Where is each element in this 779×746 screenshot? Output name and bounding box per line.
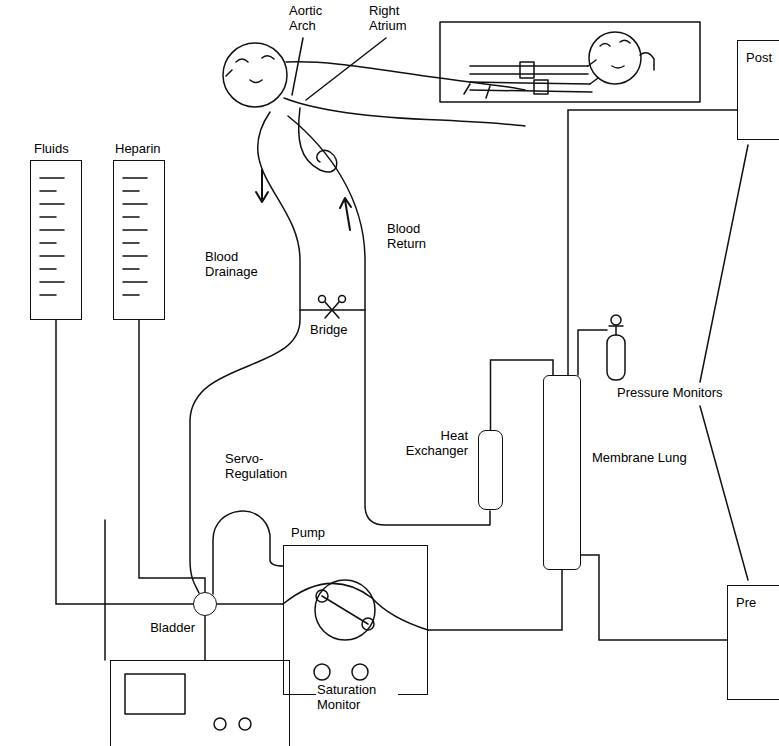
pressure-monitor-box: Pre [727,585,779,700]
tubing-line [217,603,283,605]
fluid-bag: Fluids [30,160,82,320]
part-label: Heat Exchanger [401,429,469,459]
graduation-tick [123,268,139,270]
graduation-tick [40,281,64,283]
part-label: Fluids [33,142,70,157]
heparin-bag: Heparin [113,160,165,320]
graduation-tick [40,190,56,192]
graduation-tick [40,294,56,296]
bag-graduations [40,178,147,295]
part-label: Bladder [149,621,196,636]
inset-view [440,22,700,102]
graduation-tick [40,268,56,270]
tubing-line [204,616,206,660]
tubing-line [139,320,205,592]
return-tube [288,116,490,525]
graduation-tick [40,177,64,179]
pump-rotor [283,580,428,680]
graduation-tick [40,255,64,257]
flow-arrow [340,198,351,230]
monitor-controls [105,520,251,730]
saturation-monitor: Saturation Monitor [110,660,290,746]
graduation-tick [40,216,56,218]
part-label: Aortic Arch [288,4,342,34]
patient-figure [223,43,525,172]
part-label: Heparin [114,142,162,157]
heat-exchanger: Heat Exchanger [478,430,503,510]
bladder: Bladder [193,592,217,616]
graduation-tick [123,294,139,296]
graduation-tick [123,190,139,192]
servo-loop [213,511,283,594]
graduation-tick [40,242,56,244]
box-label: Post [738,41,779,66]
pressure-monitor-box: Post [737,40,779,140]
graduation-tick [40,203,64,205]
bridge-clamp [319,296,346,319]
drainage-tube [190,112,300,593]
tubing-line [428,570,562,630]
graduation-tick [40,229,64,231]
part-label: Pressure Monitors [616,386,723,401]
graduation-tick [123,242,139,244]
graduation-tick [123,203,147,205]
graduation-tick [123,281,147,283]
graduation-tick [123,229,147,231]
flow-arrow [256,170,268,202]
part-label: Servo-Regulation [224,452,308,482]
part-label: Blood Return [386,222,448,252]
leader-line [700,145,748,382]
part-label: Membrane Lung [591,451,688,466]
part-label: Blood Drainage [204,250,278,280]
tubing-line [56,320,193,604]
pump-box: Pump [283,545,428,695]
leader-line [292,38,303,95]
gas-tank [578,315,625,380]
box-label: Pre [728,586,779,611]
part-label: Bridge [309,323,349,338]
part-label: Right Atrium [368,4,426,34]
part-label: Pump [290,526,326,541]
membrane-lung: Membrane Lung [543,375,581,570]
leader-line [700,406,748,580]
part-label: Saturation Monitor [316,683,398,713]
leader-line [306,38,386,100]
tubing-line [581,555,727,640]
tubing-line [568,110,737,375]
graduation-tick [123,177,147,179]
graduation-tick [123,255,147,257]
graduation-tick [123,216,139,218]
